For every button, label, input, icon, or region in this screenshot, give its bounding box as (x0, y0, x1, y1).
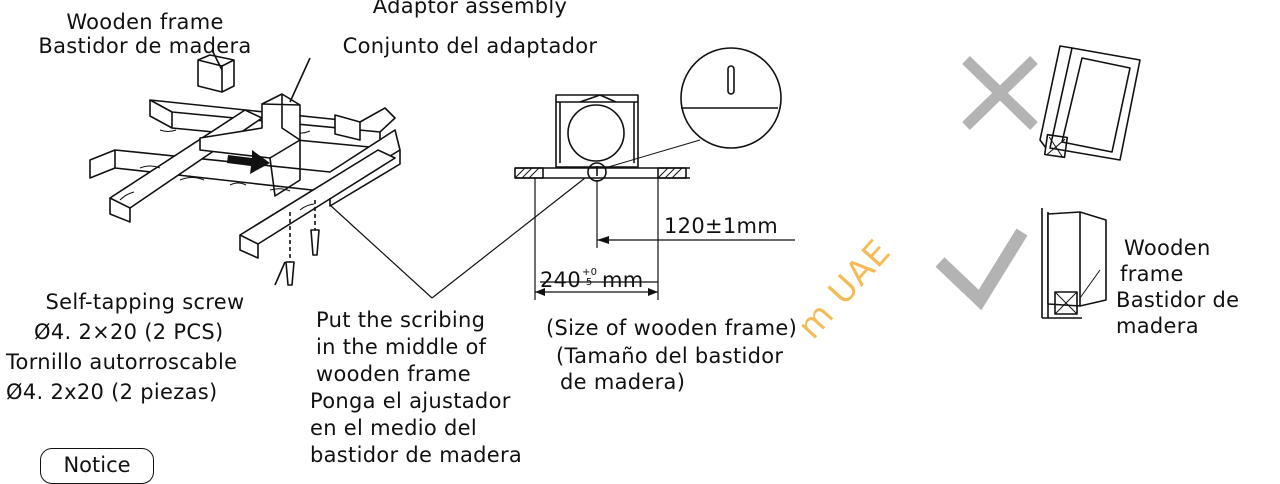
wooden-frame-label-es: Bastidor de madera (38, 34, 252, 58)
correct-installation-drawing (1041, 208, 1107, 319)
right-bastidor-label: Bastidor de (1116, 288, 1240, 312)
wrong-cross-icon (962, 56, 1038, 130)
dimension-240-unit: mm (601, 268, 644, 292)
right-frame-label: frame (1120, 262, 1184, 286)
screw-spec-es: Ø4. 2x20 (2 piezas) (6, 380, 218, 404)
size-label-es-1: (Tamaño del bastidor (556, 344, 784, 368)
correct-check-icon (935, 228, 1028, 311)
notice-badge: Notice (40, 448, 154, 484)
cross-section-drawing (329, 47, 795, 300)
screw-label-en: Self-tapping screw (45, 290, 245, 314)
wooden-frame-drawing (89, 49, 401, 286)
right-madera-label: madera (1116, 314, 1199, 338)
right-wooden-label: Wooden (1124, 236, 1211, 260)
dimension-240-tolerance-minus: -5 (581, 277, 593, 288)
scribing-es-1: Ponga el ajustador (310, 389, 511, 413)
scribing-line-3: wooden frame (316, 362, 471, 386)
arrow-right-icon (227, 150, 270, 174)
scribing-line-1: Put the scribing (316, 308, 486, 332)
size-label-en: (Size of wooden frame) (546, 316, 798, 340)
screw-spec-en: Ø4. 2×20 (2 PCS) (34, 320, 224, 344)
scribing-line-2: in the middle of (316, 335, 487, 359)
adaptor-label-es: Conjunto del adaptador (342, 34, 598, 58)
wooden-frame-label-en: Wooden frame (66, 10, 224, 34)
dimension-240: 240+0-5 mm (540, 267, 644, 293)
installation-diagram (89, 45, 1141, 319)
screw-label-es: Tornillo autorroscable (6, 350, 238, 374)
adaptor-label-en: Adaptor assembly (372, 0, 568, 18)
magnifier-circle-icon (680, 47, 782, 149)
dimension-240-tolerance-plus: +0 (581, 267, 598, 278)
scribing-es-3: bastidor de madera (310, 443, 523, 467)
dimension-120: 120±1mm (664, 214, 779, 238)
dimension-240-value: 240 (540, 268, 581, 292)
size-label-es-2: de madera) (560, 370, 686, 394)
scribing-es-2: en el medio del (310, 416, 477, 440)
wrong-installation-drawing (1039, 45, 1141, 161)
